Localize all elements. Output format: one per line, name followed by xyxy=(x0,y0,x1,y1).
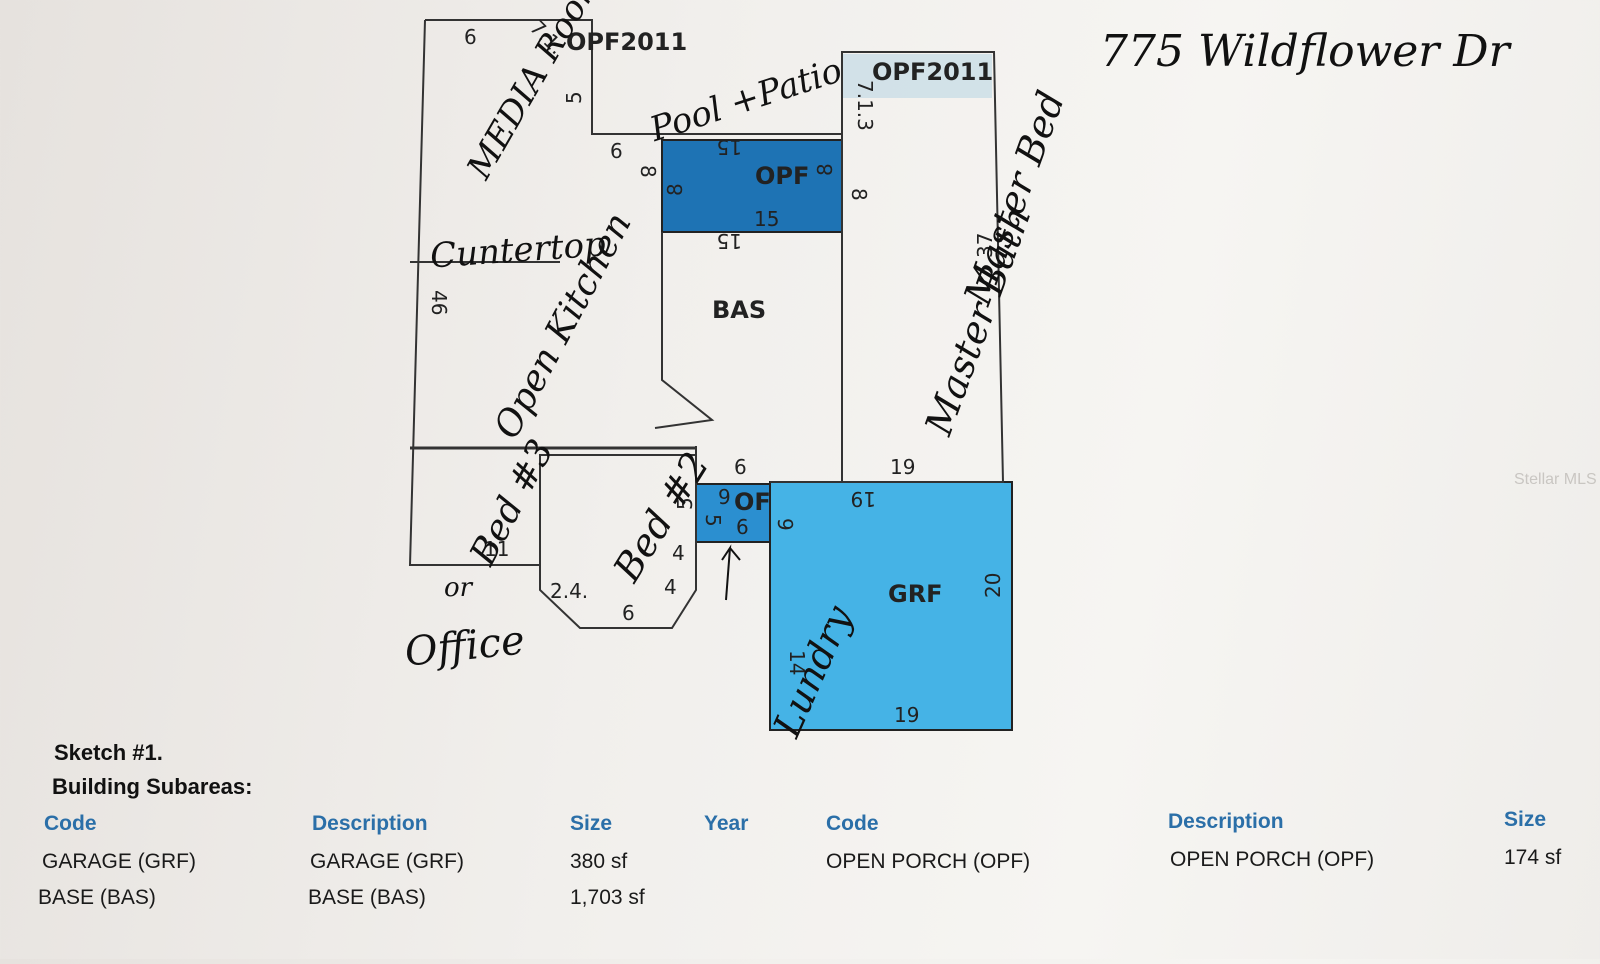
dim-opf-top: 15 xyxy=(717,135,742,159)
garage-area xyxy=(769,481,1013,731)
dim-opf-left: 8 xyxy=(636,165,660,178)
grf-label: GRF xyxy=(888,580,943,608)
dim-opf-right: 8 xyxy=(813,163,837,176)
dim-bed-6: 6 xyxy=(734,455,747,479)
dim-opf-left-inner: 8 xyxy=(663,183,687,196)
handwritten-address: 775 Wildflower Dr xyxy=(1100,26,1513,77)
dim-opf-bottom: 15 xyxy=(754,207,779,231)
dim-bed3-11: 11 xyxy=(484,537,509,561)
dim-media-side: 5 xyxy=(562,91,586,104)
row-opf-size: 174 sf xyxy=(1504,846,1562,869)
dim-grf-bottom: 19 xyxy=(894,703,919,727)
row-garage-description: GARAGE (GRF) xyxy=(310,850,465,873)
dim-master-37: 37 xyxy=(973,233,997,258)
opf2011-left-label: OPF2011 xyxy=(566,28,687,56)
dim-grf-20: 20 xyxy=(981,573,1005,598)
subareas-title: Building Subareas: xyxy=(52,774,253,799)
bas-label: BAS xyxy=(712,296,766,324)
handwritten-or: or xyxy=(444,573,474,603)
dim-bed2-6: 6 xyxy=(622,601,635,625)
dim-master-side: 8 xyxy=(847,188,871,201)
dim-small-9: 9 xyxy=(718,485,731,509)
opf-label: OPF xyxy=(755,162,809,190)
dim-small-5b: 5 xyxy=(701,514,725,527)
dim-grf-left: 9 xyxy=(773,518,797,531)
row-base-size: 1,703 sf xyxy=(570,886,645,909)
header-description-right: Description xyxy=(1168,810,1284,833)
row-base-description: BASE (BAS) xyxy=(308,886,426,909)
header-size-right: Size xyxy=(1504,808,1547,831)
opf2011-right-label: OPF2011 xyxy=(872,58,993,86)
row-garage-code: GARAGE (GRF) xyxy=(42,850,197,873)
handwritten-bed3: Bed #3 xyxy=(462,433,562,573)
dim-bed2-4b: 4 xyxy=(664,575,677,599)
dim-bas-top: 15 xyxy=(717,229,742,253)
row-garage-size: 380 sf xyxy=(570,850,628,873)
opf2011-right-area xyxy=(842,54,992,98)
small-porch-area xyxy=(695,483,771,543)
dim-small-5: 5 xyxy=(673,497,697,510)
dim-small-6: 6 xyxy=(736,515,749,539)
dim-bed2-4a: 4 xyxy=(672,541,685,565)
dim-media-bottom: 6 xyxy=(610,139,623,163)
row-opf-description: OPEN PORCH (OPF) xyxy=(1170,848,1375,871)
handwritten-pool-patio: Pool +Patio xyxy=(644,50,847,150)
open-porch-area xyxy=(661,139,843,233)
header-code-right: Code xyxy=(826,812,879,835)
opf-small-label: OF xyxy=(734,488,771,516)
building-outline xyxy=(408,19,1005,629)
row-base-code: BASE (BAS) xyxy=(38,886,156,909)
header-description-left: Description xyxy=(312,812,428,835)
watermark: Stellar MLS xyxy=(1514,471,1597,488)
dim-bed2-24: 2.4. xyxy=(550,579,588,603)
dim-grf-top: 19 xyxy=(851,487,876,511)
dim-left-46: 46 xyxy=(427,290,451,315)
laundry-arrow xyxy=(721,544,741,601)
dim-media-top: 6 xyxy=(464,25,477,49)
dim-grf-14: 14 xyxy=(785,650,809,675)
header-code-left: Code xyxy=(44,812,97,835)
dim-master-bottom: 19 xyxy=(890,455,915,479)
dim-corner-tr: 7.1.3 xyxy=(853,80,877,131)
row-opf-code: OPEN PORCH (OPF) xyxy=(826,850,1031,873)
sketch-title: Sketch #1. xyxy=(54,740,163,765)
header-year: Year xyxy=(704,812,749,835)
header-size-left: Size xyxy=(570,812,613,835)
handwritten-office: Office xyxy=(403,617,527,675)
